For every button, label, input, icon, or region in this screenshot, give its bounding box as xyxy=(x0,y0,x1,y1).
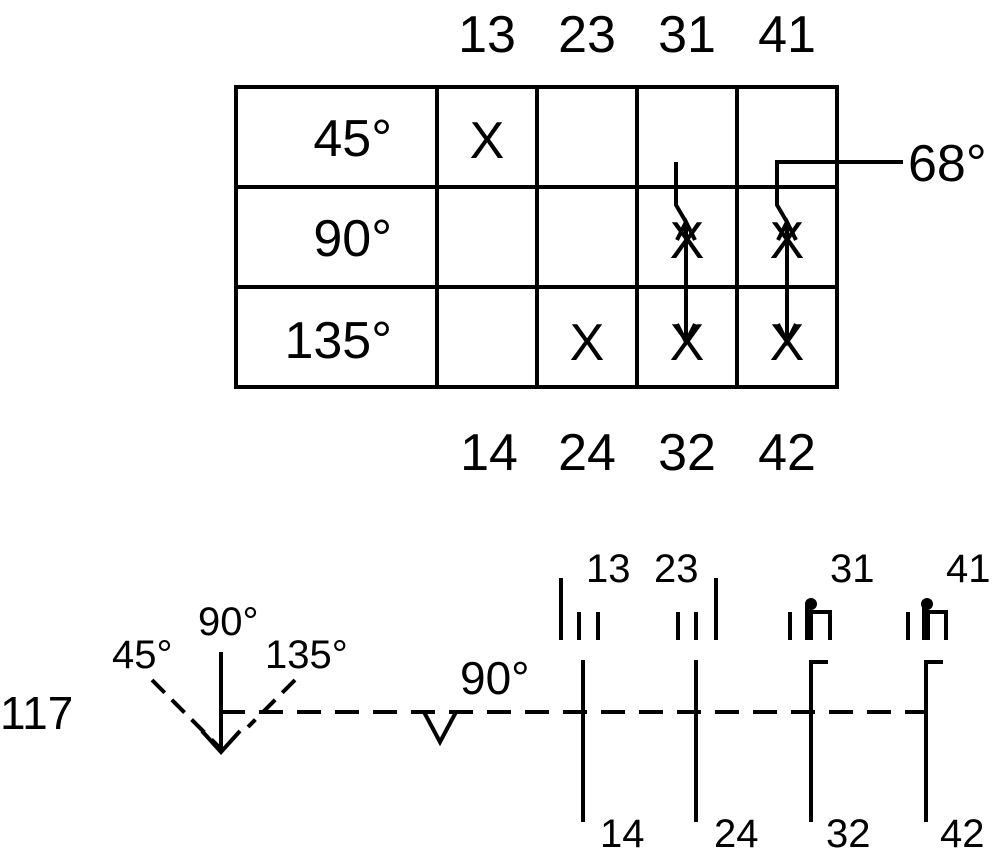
row-angle-label: 90° xyxy=(313,210,392,268)
callout-leader xyxy=(674,162,688,224)
bottom-terminal-label: 32 xyxy=(658,424,716,482)
selector-position-indicator: 45° 90° 135° xyxy=(112,600,348,755)
contact-23-24: 23 24 xyxy=(654,547,759,856)
top-terminal-label: 13 xyxy=(458,6,516,64)
contact-table: 13 23 31 41 45° 90° 135° X X X X X X xyxy=(234,6,987,482)
callout-leader xyxy=(775,160,903,224)
device-number: 117 xyxy=(0,687,73,739)
cell-mark: X xyxy=(570,314,605,372)
row-angle-label: 135° xyxy=(284,312,392,370)
contact-top-label: 41 xyxy=(946,547,991,591)
contact-bottom-label: 42 xyxy=(940,812,985,856)
top-terminal-label: 23 xyxy=(558,6,616,64)
contact-13-14: 13 14 xyxy=(559,547,645,856)
top-terminal-label: 41 xyxy=(758,6,816,64)
contact-bottom-label: 32 xyxy=(826,812,871,856)
contact-top-label: 23 xyxy=(654,547,699,591)
bottom-terminal-label: 24 xyxy=(558,424,616,482)
detent-symbol xyxy=(422,711,458,747)
selector-angle-label: 135° xyxy=(265,633,348,677)
cell-mark: X xyxy=(470,112,505,170)
bottom-terminal-label: 42 xyxy=(758,424,816,482)
contact-31-32: 31 32 xyxy=(788,547,875,856)
top-terminal-label: 31 xyxy=(658,6,716,64)
contact-bottom-label: 24 xyxy=(714,812,759,856)
switch-schematic: 117 45° 90° 135° 90° 13 14 xyxy=(0,547,991,856)
detent-angle-label: 90° xyxy=(460,652,530,704)
contact-bottom-label: 14 xyxy=(600,812,645,856)
contact-dot-icon xyxy=(805,598,817,610)
row-angle-label: 45° xyxy=(313,110,392,168)
selector-angle-label: 90° xyxy=(198,600,259,644)
bottom-terminal-label: 14 xyxy=(460,424,518,482)
contact-top-label: 31 xyxy=(830,547,875,591)
contact-41-42: 41 42 xyxy=(906,547,991,856)
table-grid xyxy=(234,85,839,389)
contact-dot-icon xyxy=(921,598,933,610)
contact-top-label: 13 xyxy=(586,547,631,591)
selector-angle-label: 45° xyxy=(112,633,173,677)
callout-label: 68° xyxy=(908,135,987,193)
